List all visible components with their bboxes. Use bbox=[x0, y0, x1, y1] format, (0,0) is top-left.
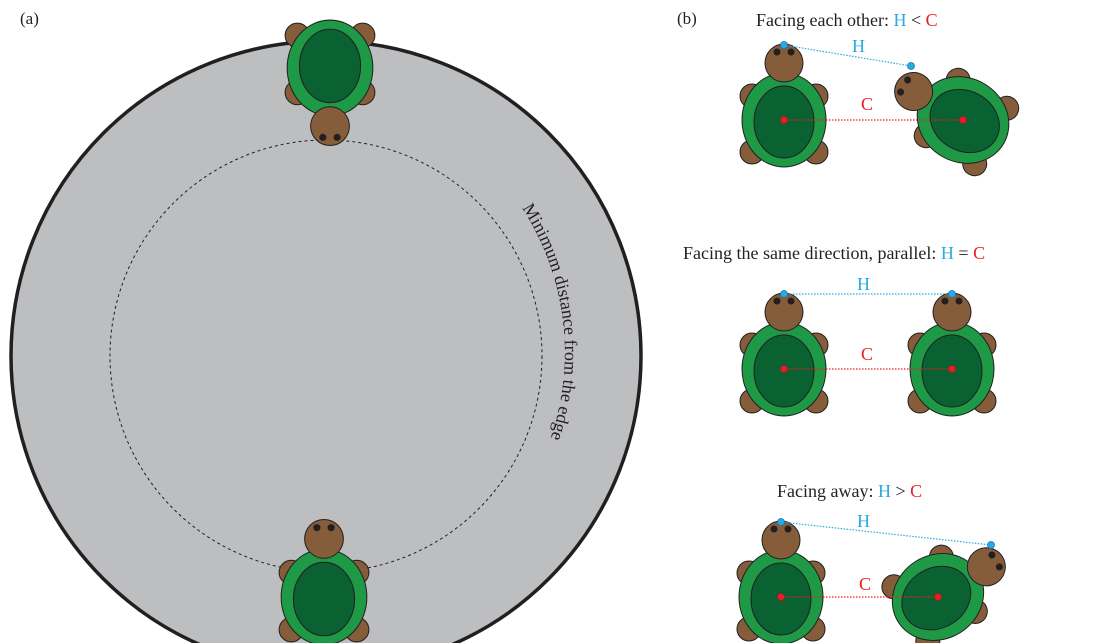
panel-a-label: (a) bbox=[20, 9, 39, 28]
scenario-1-c-point bbox=[780, 116, 788, 124]
scenario-2-op: = bbox=[954, 243, 973, 263]
turtle-shell-inner bbox=[292, 561, 356, 637]
turtle-eye bbox=[319, 133, 327, 141]
turtle-head bbox=[764, 43, 804, 83]
turtle-head bbox=[894, 72, 934, 111]
scenario-2-h-tag: H bbox=[857, 274, 870, 294]
scenario-1-h-point bbox=[907, 62, 915, 70]
scenario-2-h: H bbox=[941, 243, 954, 263]
turtle bbox=[907, 292, 997, 417]
turtle-eye bbox=[327, 524, 335, 532]
turtle-eye bbox=[941, 297, 949, 305]
turtle-eye bbox=[773, 48, 781, 56]
scenario-1-c-tag: C bbox=[861, 94, 873, 114]
turtle-head bbox=[304, 518, 344, 559]
scenario-2-h-point bbox=[948, 290, 956, 298]
turtle bbox=[736, 520, 826, 643]
turtle bbox=[739, 292, 829, 417]
scenario-1-prefix: Facing each other: bbox=[756, 10, 893, 30]
turtle bbox=[739, 43, 829, 168]
turtle-eye bbox=[787, 48, 795, 56]
scenario-3-diagram: H C bbox=[736, 511, 1006, 643]
scenario-3-op: > bbox=[891, 481, 910, 501]
turtle-eye bbox=[995, 563, 1003, 571]
scenario-3-turtles bbox=[736, 520, 1006, 643]
turtle bbox=[894, 67, 1020, 177]
turtle-eye bbox=[773, 297, 781, 305]
edge-threshold-circle bbox=[109, 139, 543, 573]
scenario-3-c-point bbox=[934, 593, 942, 601]
turtle-head bbox=[932, 292, 972, 332]
turtle-head bbox=[966, 547, 1006, 587]
scenario-1-heading: Facing each other: H < C bbox=[756, 10, 938, 30]
panel-b-label: (b) bbox=[677, 9, 697, 28]
turtle-eye bbox=[904, 76, 912, 84]
scenario-1-h: H bbox=[893, 10, 906, 30]
scenario-2-h-point bbox=[780, 290, 788, 298]
turtle-eye bbox=[988, 551, 996, 559]
scenario-3-h-point bbox=[987, 541, 995, 549]
scenario-2-prefix: Facing the same direction, parallel: bbox=[683, 243, 941, 263]
turtle bbox=[284, 19, 376, 147]
scenario-3-heading: Facing away: H > C bbox=[777, 481, 922, 501]
scenario-2-c: C bbox=[973, 243, 985, 263]
scenario-3-h-line bbox=[780, 521, 992, 546]
scenario-1-h-point bbox=[780, 41, 788, 49]
scenario-3-h-tag: H bbox=[857, 511, 870, 531]
scenario-2-c-point bbox=[948, 365, 956, 373]
turtle bbox=[278, 518, 370, 643]
scenario-1-c-point bbox=[959, 116, 967, 124]
scenario-3-c-tag: C bbox=[859, 574, 871, 594]
turtle-eye bbox=[784, 525, 792, 533]
scenario-3-c: C bbox=[910, 481, 922, 501]
scenario-1-h-line bbox=[783, 44, 912, 67]
scenario-1-h-tag: H bbox=[852, 36, 865, 56]
scenario-2-diagram: H C bbox=[739, 274, 997, 417]
scenario-2-c-tag: C bbox=[861, 344, 873, 364]
scenario-1-turtles bbox=[739, 43, 1020, 177]
scenario-3-h: H bbox=[878, 481, 891, 501]
scenario-1-op: < bbox=[906, 10, 925, 30]
turtle-eye bbox=[770, 525, 778, 533]
arena-turtle-bottom bbox=[278, 518, 370, 643]
scenario-2-turtles bbox=[739, 292, 997, 417]
scenario-1-c: C bbox=[926, 10, 938, 30]
scenario-3-h-point bbox=[777, 518, 785, 526]
turtle bbox=[881, 544, 1006, 643]
turtle-eye bbox=[313, 524, 321, 532]
turtle-eye bbox=[787, 297, 795, 305]
turtle-head bbox=[310, 106, 350, 147]
turtle-eye bbox=[955, 297, 963, 305]
scenario-3-c-point bbox=[777, 593, 785, 601]
scenario-2-c-point bbox=[780, 365, 788, 373]
arena-turtles bbox=[278, 19, 376, 643]
turtle-shell-inner bbox=[298, 28, 362, 104]
scenario-2-heading: Facing the same direction, parallel: H =… bbox=[683, 243, 985, 263]
arena bbox=[9, 19, 643, 643]
turtle-head bbox=[764, 292, 804, 332]
turtle-eye bbox=[897, 88, 905, 96]
turtle-head bbox=[761, 520, 801, 560]
arena-turtle-top bbox=[284, 19, 376, 147]
turtle-eye bbox=[333, 133, 341, 141]
scenario-1-diagram: H C bbox=[739, 36, 1020, 177]
scenario-3-prefix: Facing away: bbox=[777, 481, 878, 501]
